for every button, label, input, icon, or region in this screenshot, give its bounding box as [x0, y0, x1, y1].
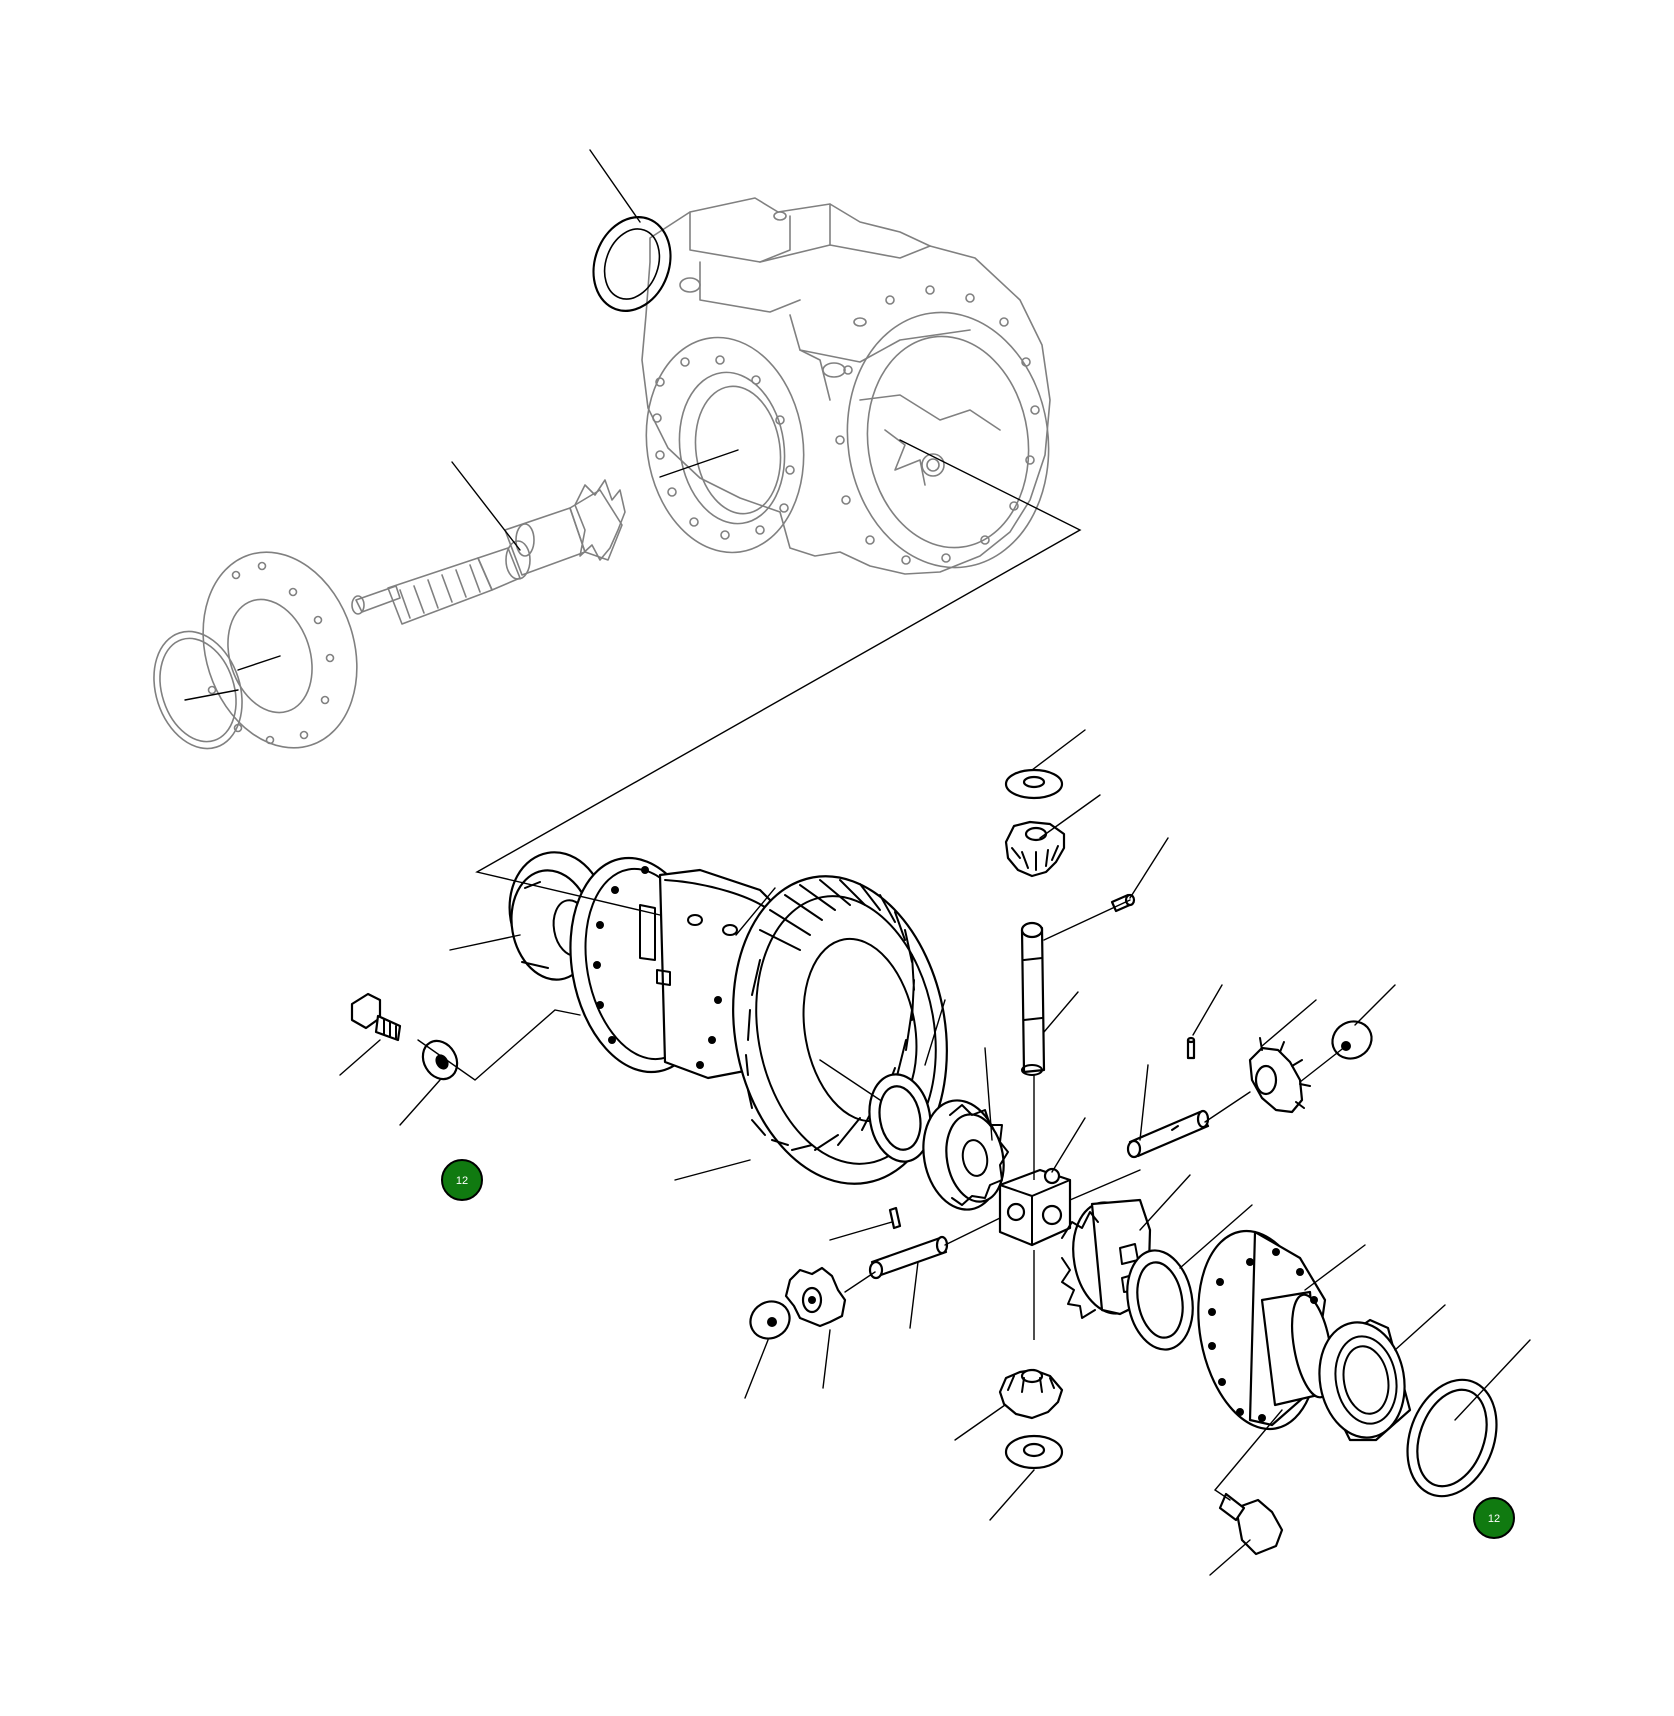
right-bearing-cup [1406, 1378, 1498, 1498]
planet-gear-top [1004, 820, 1066, 878]
right-case-bolt-holes [1208, 1248, 1318, 1422]
planet-gear-right [1248, 1037, 1311, 1114]
pinion-seal-ring [592, 216, 672, 312]
callout-badge [1473, 1497, 1515, 1539]
callout-badge [441, 1159, 483, 1201]
callout-label: 12 [1488, 1513, 1500, 1525]
case-bolt-holes [593, 866, 722, 1069]
pinion-shim [153, 630, 243, 750]
vertical-cross-shaft [1020, 921, 1046, 1076]
callout-12-left[interactable]: 12 [441, 1159, 483, 1201]
roll-pin-right [1186, 1036, 1196, 1060]
leader-lines [184, 149, 1531, 1576]
cross-block [998, 1167, 1072, 1247]
planet-pin-right [1126, 1109, 1210, 1159]
callout-label: 12 [456, 1175, 468, 1187]
thrust-washer-top [1004, 768, 1064, 800]
case-bolt-right [1218, 1492, 1284, 1556]
pinion-flange [202, 551, 358, 749]
planet-gear-bottom [998, 1368, 1064, 1420]
right-case-half [1197, 1229, 1333, 1431]
thrust-washer-bottom [1004, 1434, 1064, 1470]
thrust-washer-right [1331, 1020, 1373, 1060]
axle-housing [641, 197, 1051, 575]
right-taper-bearing [1318, 1318, 1412, 1442]
side-gear-left [922, 1099, 1009, 1211]
roll-pin-left [888, 1206, 902, 1230]
planet-pin-left [868, 1235, 949, 1280]
case-bolt-left [350, 992, 402, 1042]
planet-gear-left [784, 1266, 847, 1328]
side-gear-washer-left [868, 1073, 932, 1163]
lock-washer-left [421, 1039, 459, 1081]
side-gear-washer-right [1126, 1249, 1194, 1351]
housing-bolt-holes [652, 285, 1040, 565]
callout-12-right[interactable]: 12 [1473, 1497, 1515, 1539]
thrust-washer-left [749, 1300, 791, 1340]
drive-pinion-shaft [351, 479, 626, 625]
